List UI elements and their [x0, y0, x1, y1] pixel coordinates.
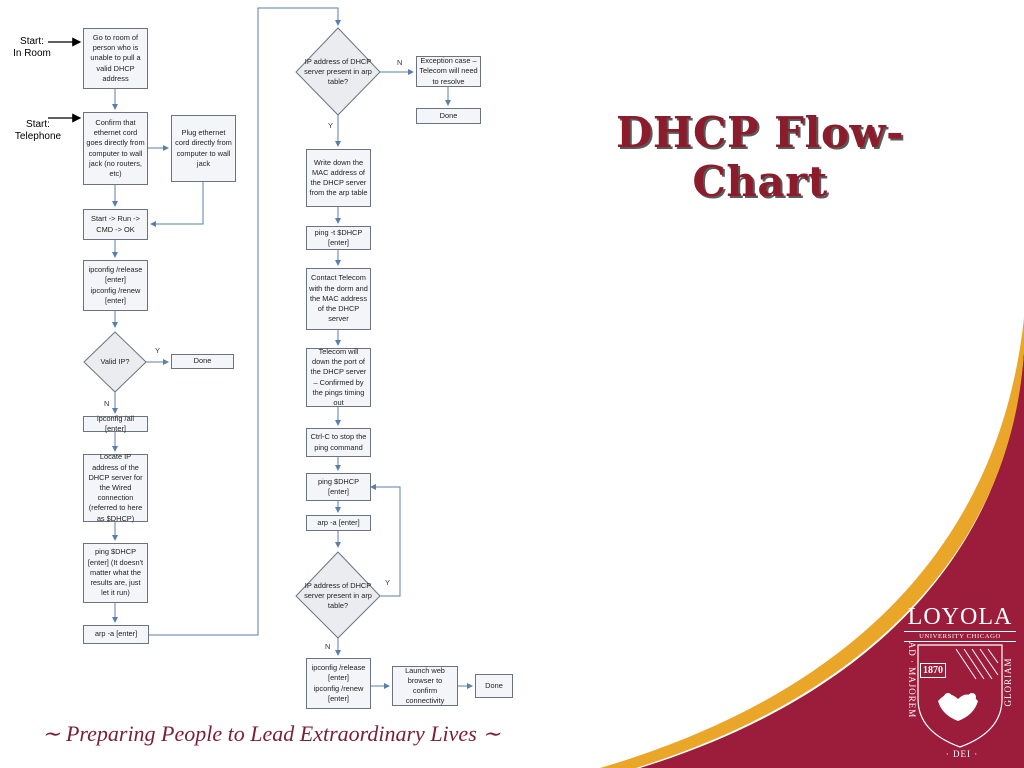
decision-valid-ip [83, 331, 147, 393]
step-ipconfig-final: ipconfig /release [enter] ipconfig /rene… [306, 658, 371, 709]
arp-check-1-text: IP address of DHCP server present in arp… [304, 56, 372, 87]
arp-check-2-text: IP address of DHCP server present in arp… [304, 580, 372, 611]
start-telephone-label: Start: Telephone [14, 119, 62, 142]
start-in-room-label: Start: In Room [13, 36, 51, 59]
logo-year: 1870 [920, 663, 946, 678]
tagline-text: Preparing People to Lead Extraordinary L… [65, 721, 477, 746]
step-ctrl-c: Ctrl-C to stop the ping command [306, 428, 371, 457]
slide-title: DHCP Flow-Chart [615, 108, 905, 206]
step-ping-dhcp-1: ping $DHCP [enter] (It doesn't matter wh… [83, 543, 148, 603]
step-locate-ip: Locate IP address of the DHCP server for… [83, 452, 148, 523]
logo-motto-left: AD · MAJOREM [907, 641, 917, 719]
step-ping-t: ping -t $DHCP [enter] [306, 226, 371, 250]
step-go-to-room: Go to room of person who is unable to pu… [83, 28, 148, 89]
step-run-cmd: Start -> Run -> CMD -> OK [83, 209, 148, 240]
step-write-mac: Write down the MAC address of the DHCP s… [306, 149, 371, 207]
step-arp-2: arp -a [enter] [306, 515, 371, 531]
step-contact-telecom: Contact Telecom with the dorm and the MA… [306, 268, 371, 330]
step-launch-web: Launch web browser to confirm connectivi… [392, 666, 458, 706]
crest-icon [917, 644, 1003, 748]
logo-motto-right: GLORIAM [1003, 657, 1013, 707]
arp-check-1-no-label: N [397, 58, 403, 67]
step-done-2: Done [416, 108, 481, 124]
step-done-3: Done [475, 674, 513, 698]
arp-check-1-yes-label: Y [328, 121, 333, 130]
decision-arp-1 [295, 27, 381, 116]
logo-name: LOYOLA [907, 604, 1013, 630]
step-arp-1: arp -a [enter] [83, 625, 149, 644]
step-done-1: Done [171, 354, 234, 369]
logo-motto-bottom: · DEI · [945, 749, 979, 759]
step-exception-case: Exception case – Telecom will need to re… [416, 56, 481, 87]
step-confirm-cord: Confirm that ethernet cord goes directly… [83, 112, 148, 185]
decision-arp-2 [295, 551, 381, 639]
gold-stripe [600, 318, 1024, 768]
logo-subtitle: UNIVERSITY CHICAGO [904, 631, 1016, 642]
step-ipconfig-all: ipconfig /all [enter] [83, 414, 148, 433]
tagline: ∼ Preparing People to Lead Extraordinary… [42, 721, 501, 747]
step-plug-cord: Plug ethernet cord directly from compute… [171, 115, 236, 182]
step-ping-dhcp-2: ping $DHCP [enter] [306, 473, 371, 501]
arp-check-2-no-label: N [325, 642, 331, 651]
valid-ip-no-label: N [104, 399, 110, 408]
step-telecom-down: Telecom will down the port of the DHCP s… [306, 347, 371, 407]
valid-ip-yes-label: Y [155, 346, 160, 355]
tilde-left-icon: ∼ [42, 721, 61, 746]
tilde-right-icon: ∼ [482, 721, 501, 746]
valid-ip-text: Valid IP? [100, 356, 130, 366]
step-ipconfig-release-renew: ipconfig /release [enter] ipconfig /rene… [83, 260, 148, 311]
loyola-logo: LOYOLA UNIVERSITY CHICAGO 1870 AD · MAJO… [898, 604, 1022, 759]
arp-check-2-yes-label: Y [385, 578, 390, 587]
